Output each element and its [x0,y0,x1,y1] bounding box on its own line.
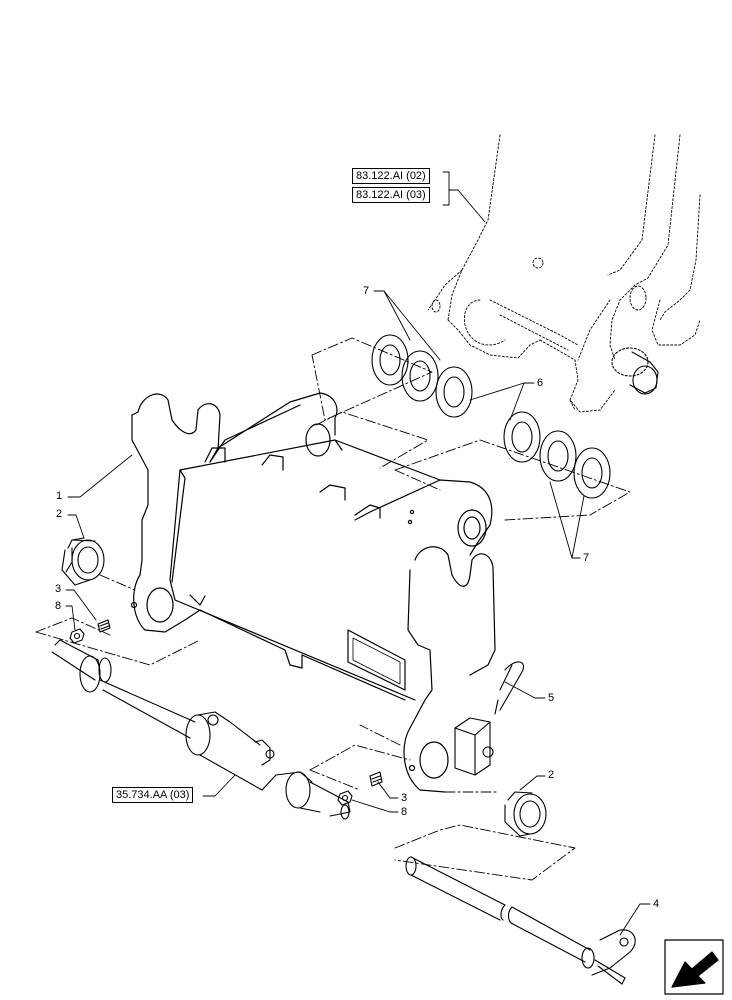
callout-3-right: 3 [401,792,408,804]
boom-pin [611,347,659,395]
callout-7-upper: 7 [363,285,370,297]
lock-block [454,717,494,776]
hydraulic-cylinder [51,639,351,820]
bushing-right [504,791,547,837]
nut-left [69,628,85,644]
washer-set-upper [371,334,473,418]
callout-4: 4 [653,898,660,910]
callout-8-left: 8 [55,600,62,612]
callout-6: 6 [537,377,544,389]
grease-fitting-left [97,619,111,633]
leader-lines [65,171,651,936]
direction-arrow-icon [664,939,724,995]
machine-boom-outline [427,134,701,413]
cylinder-assembly-lines [35,574,576,881]
coupler-frame [130,392,496,793]
callout-8-right: 8 [401,806,408,818]
callout-1: 1 [56,490,63,502]
callout-3-left: 3 [55,583,62,595]
assembly-line-washers [311,337,631,521]
callout-2-left: 2 [56,508,63,520]
reference-box-cylinder[interactable]: 35.734.AA (03) [112,787,194,803]
grease-fitting-right [369,771,383,787]
long-pin [405,856,636,985]
callout-2-right: 2 [548,769,555,781]
washer-set-lower [503,411,611,499]
reference-box-boom-1[interactable]: 83.122.AI (02) [352,168,430,184]
callout-5: 5 [548,692,555,704]
reference-box-boom-2[interactable]: 83.122.AI (03) [352,187,430,203]
bushing-left [61,537,105,586]
spring-clip [494,661,524,715]
callout-7-lower: 7 [583,552,590,564]
